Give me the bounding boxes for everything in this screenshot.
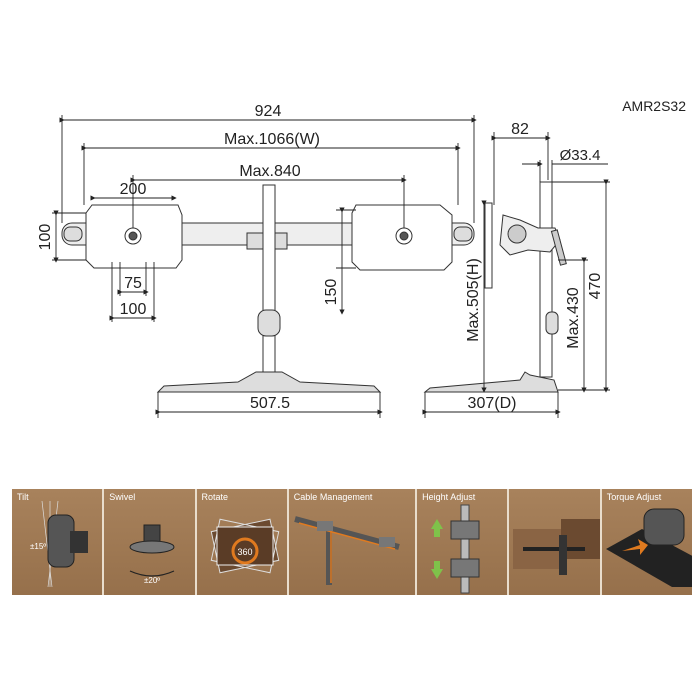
front-view <box>61 184 475 393</box>
model-number: AMR2S32 <box>622 98 686 114</box>
dim-vesa-75: 75 <box>124 275 142 292</box>
dim-vesa-100-horizontal: 100 <box>120 301 147 318</box>
feature-label: Height Adjust <box>422 492 476 502</box>
feature-tile-height-adjust: Height Adjust <box>417 489 510 595</box>
dim-max-height: Max.505(H) <box>465 258 482 342</box>
dim-overall-width: 924 <box>255 103 282 120</box>
dim-pole-diameter: Ø33.4 <box>560 147 601 164</box>
dim-vesa-200: 200 <box>120 181 147 198</box>
dim-height-470: 470 <box>587 273 604 300</box>
rotate-icon: 360 <box>210 518 279 574</box>
dim-max-width: Max.1066(W) <box>224 131 320 148</box>
height-clip <box>257 309 281 337</box>
feature-tile-torque-adjust: Torque Adjust <box>601 489 692 595</box>
feature-label: Rotate <box>201 492 229 502</box>
side-view <box>423 181 567 393</box>
pole <box>262 184 276 376</box>
dim-height-150: 150 <box>323 279 340 306</box>
dim-base-width: 507.5 <box>250 395 290 412</box>
dim-vesa-100-vertical: 100 <box>37 224 54 251</box>
feature-tile-rotate: Rotate 360 <box>196 489 289 595</box>
feature-label: Cable Management <box>293 492 373 502</box>
base <box>156 371 382 393</box>
dim-max-center: Max.840 <box>239 163 300 180</box>
feature-note: ±20º <box>144 576 160 585</box>
swivel-icon: ±20º <box>129 524 175 585</box>
dim-side-82: 82 <box>511 121 529 138</box>
feature-tile-extension <box>509 489 602 595</box>
feature-note: ±15º <box>30 542 46 551</box>
feature-note: 360 <box>237 547 252 557</box>
height-adjust-icon <box>431 504 480 594</box>
feature-tile-tilt: Tilt ±15º <box>12 489 105 595</box>
dim-max-430: Max.430 <box>565 287 582 348</box>
dim-depth: 307(D) <box>468 395 517 412</box>
cable-management-icon <box>294 516 400 585</box>
feature-label: Swivel <box>109 492 136 502</box>
arm-extension-icon <box>513 519 600 575</box>
tilt-icon: ±15º <box>30 500 88 588</box>
feature-label: Tilt <box>17 492 29 502</box>
technical-drawing: 924 Max.1066(W) Max.840 200 100 75 100 1… <box>37 103 610 418</box>
torque-adjust-icon <box>605 508 692 587</box>
feature-label: Torque Adjust <box>606 492 662 502</box>
feature-tile-cable-management: Cable Management <box>288 489 418 595</box>
feature-strip: Tilt ±15º Swivel ±20º Rotate 360 Cab <box>12 489 692 595</box>
feature-tile-swivel: Swivel ±20º <box>104 489 197 595</box>
